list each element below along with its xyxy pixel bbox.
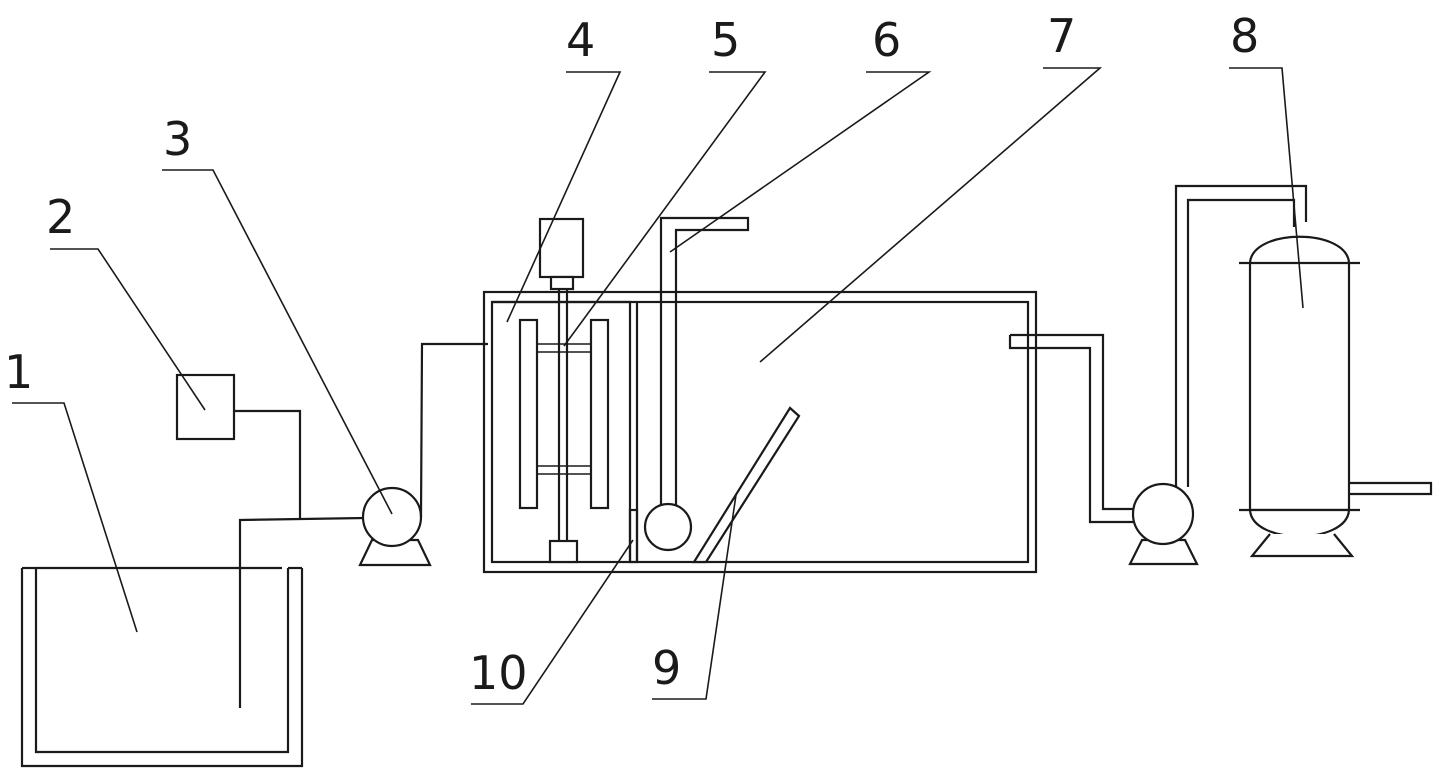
label-6: 6 — [872, 13, 901, 67]
aeration-pipe — [643, 216, 750, 552]
label-1: 1 — [4, 345, 33, 399]
reactor-tank — [482, 290, 1038, 574]
label-9: 9 — [652, 641, 681, 695]
label-4: 4 — [566, 13, 595, 67]
dosing-unit — [175, 373, 302, 519]
label-7: 7 — [1047, 9, 1076, 63]
electrode-compartment — [492, 300, 639, 562]
outlet-pipe — [1008, 333, 1133, 524]
label-5: 5 — [711, 13, 740, 67]
label-2: 2 — [46, 190, 75, 244]
filter-vessel — [1239, 235, 1433, 558]
feed-pump — [358, 342, 488, 567]
part-numbers: 1 2 3 4 5 6 7 8 9 10 — [4, 9, 1259, 700]
baffle-plate — [628, 508, 639, 564]
label-3: 3 — [163, 112, 192, 166]
leader-lines — [12, 67, 1304, 705]
suction-pipe — [238, 516, 366, 708]
stirrer — [538, 217, 585, 564]
label-8: 8 — [1230, 9, 1259, 63]
raw-water-tank — [20, 566, 304, 768]
label-10: 10 — [469, 646, 528, 700]
inclined-plate — [692, 406, 801, 564]
